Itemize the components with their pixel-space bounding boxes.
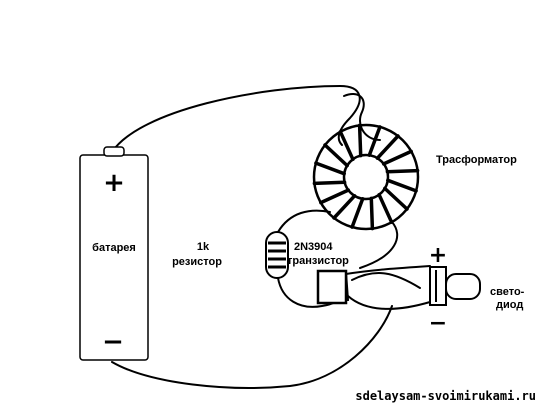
winding-turn xyxy=(350,197,365,229)
resistor-label: резистор xyxy=(172,256,222,268)
winding-turn xyxy=(367,125,382,157)
battery-minus-sign: − xyxy=(102,327,124,357)
resistor-value-label: 1k xyxy=(197,241,210,253)
wire-transistor-led-1 xyxy=(345,265,431,275)
watermark: sdelaysam-svoimirukami.ru xyxy=(355,389,536,403)
winding-turn xyxy=(338,130,355,162)
led xyxy=(429,266,481,306)
battery-plus-sign: + xyxy=(103,168,125,198)
resistor xyxy=(265,231,289,279)
transistor-label: транзистор xyxy=(287,255,349,267)
led-label-line2: диод xyxy=(496,299,523,311)
winding-turn xyxy=(357,123,363,158)
winding-turn xyxy=(314,161,346,176)
led-plus-sign: + xyxy=(429,243,447,268)
wire-transformer-top xyxy=(343,93,381,141)
battery-terminal xyxy=(103,146,125,157)
winding-turn xyxy=(319,188,351,205)
winding-turn xyxy=(369,196,375,231)
winding-turn xyxy=(381,149,413,166)
wire-cross xyxy=(351,272,421,289)
led-label-line1: свето- xyxy=(490,286,525,298)
transistor-model-label: 2N3904 xyxy=(294,241,333,253)
winding-turn xyxy=(323,143,349,168)
wire-battery-bottom xyxy=(111,305,393,389)
winding-turn xyxy=(377,192,394,224)
transformer-toroid xyxy=(312,123,420,231)
winding-turn xyxy=(386,178,418,193)
led-minus-sign: − xyxy=(429,311,447,336)
winding-turn xyxy=(312,180,347,186)
wire-transformer-resistor xyxy=(277,209,331,233)
transistor xyxy=(316,269,350,305)
wire-battery-top xyxy=(111,85,361,153)
transformer-label: Трасформатор xyxy=(436,154,517,166)
battery-label: батарея xyxy=(92,242,136,254)
winding-turn xyxy=(383,186,409,211)
transformer-windings xyxy=(312,123,420,231)
winding-turn xyxy=(332,194,357,220)
wire-transformer-transistor xyxy=(359,221,399,269)
winding-turn xyxy=(385,168,420,174)
winding-turn xyxy=(375,134,400,160)
wire-transistor-led-2 xyxy=(347,295,431,310)
